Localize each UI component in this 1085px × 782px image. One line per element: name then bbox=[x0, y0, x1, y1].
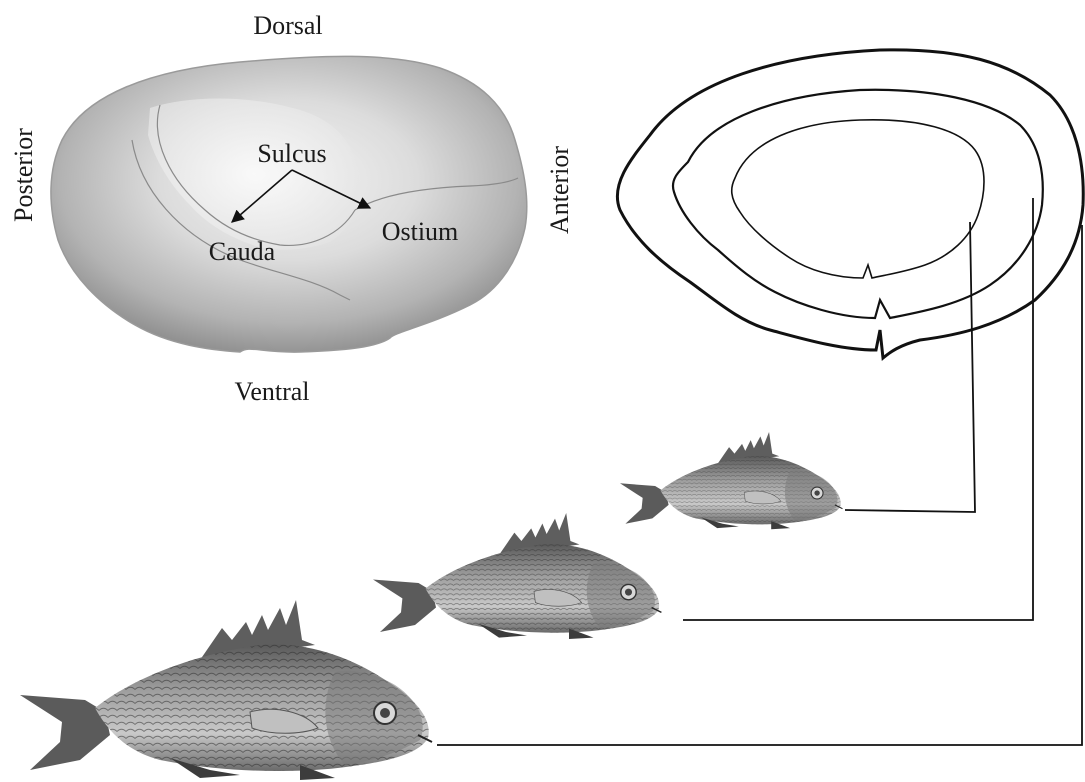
ostium-label: Ostium bbox=[382, 217, 459, 246]
growth-ring-outer bbox=[617, 50, 1083, 358]
otolith-growth-rings bbox=[617, 50, 1083, 358]
posterior-label: Posterior bbox=[9, 128, 38, 222]
growth-ring-middle bbox=[673, 90, 1043, 318]
connector-middle-ring-medium-fish bbox=[683, 198, 1033, 620]
fish-large bbox=[20, 600, 432, 780]
growth-ring-inner bbox=[732, 120, 984, 278]
fish-small bbox=[620, 432, 842, 529]
otolith-photo: Sulcus Cauda Ostium bbox=[51, 56, 527, 352]
sulcus-label: Sulcus bbox=[257, 139, 326, 168]
dorsal-label: Dorsal bbox=[253, 11, 322, 40]
connector-inner-ring-small-fish bbox=[845, 222, 975, 512]
fish-medium bbox=[373, 513, 661, 639]
ventral-label: Ventral bbox=[234, 377, 309, 406]
cauda-label: Cauda bbox=[209, 237, 276, 266]
anterior-label: Anterior bbox=[545, 146, 574, 234]
